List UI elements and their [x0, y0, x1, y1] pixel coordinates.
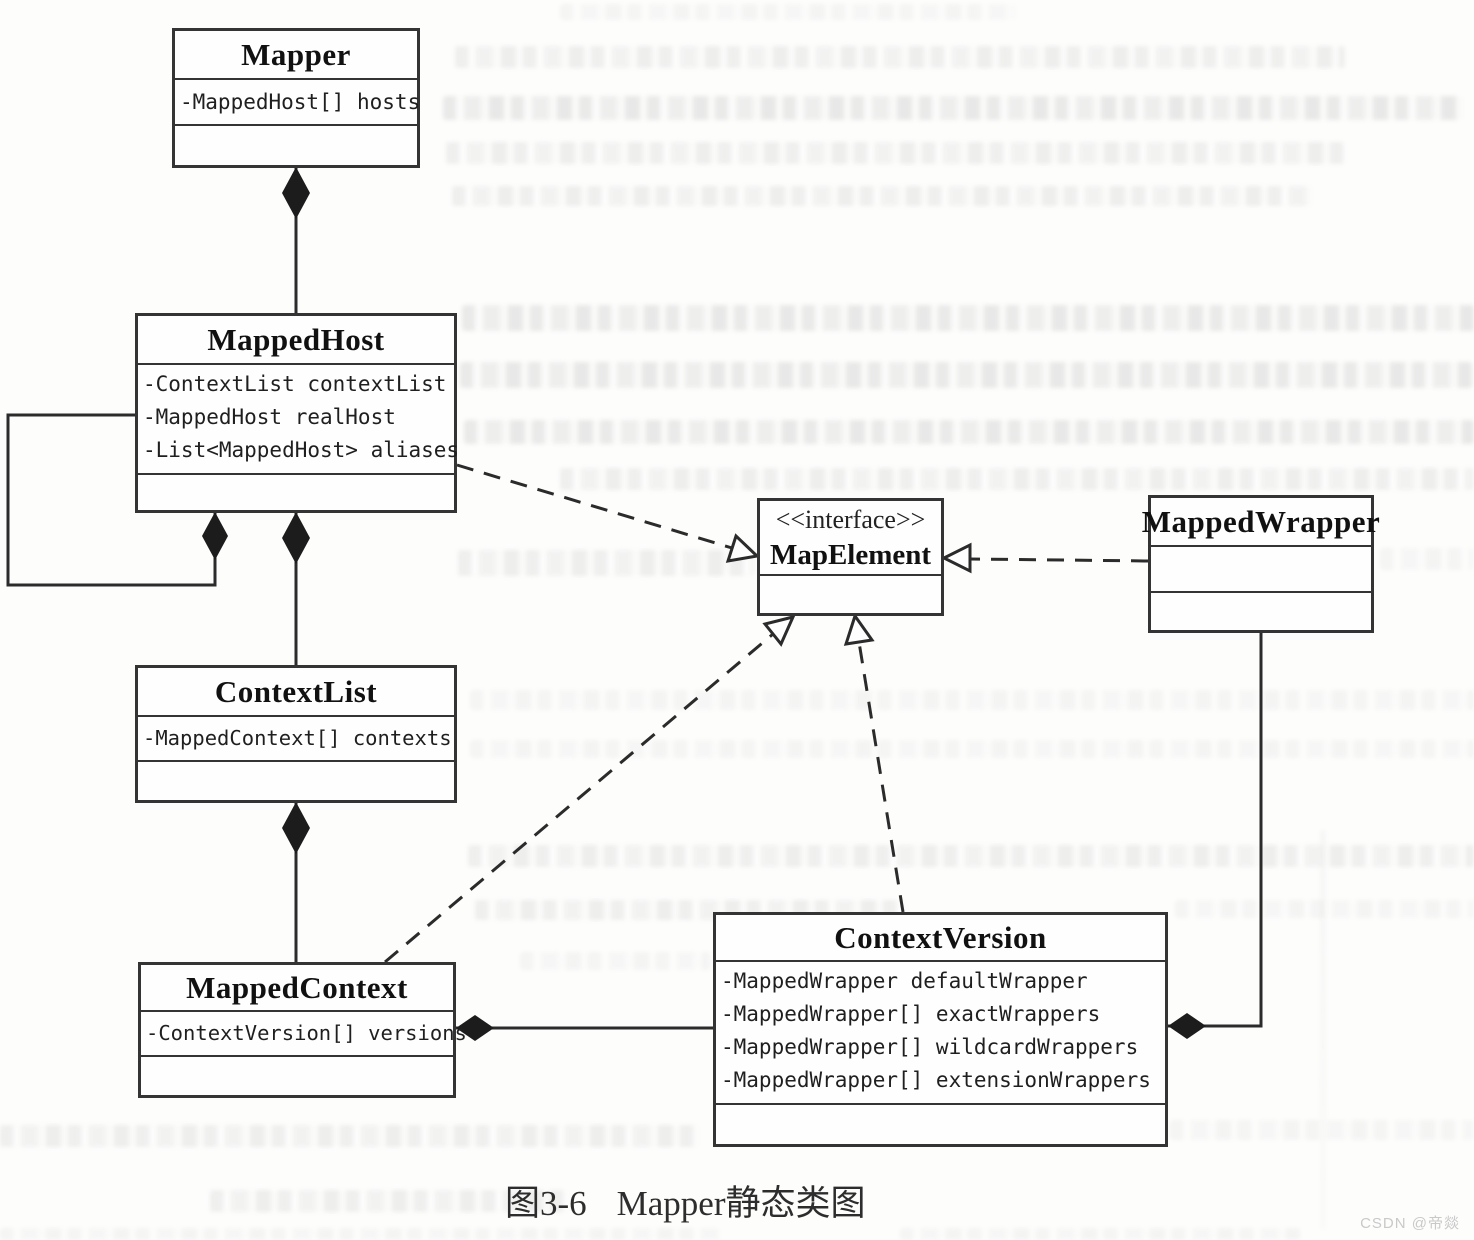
- interface-header: <<interface>> MapElement: [760, 501, 941, 574]
- class-attribute: -MappedHost realHost: [143, 405, 396, 429]
- bleed-through-text: [446, 142, 1346, 164]
- class-name: MappedHost: [207, 321, 385, 357]
- class-box-map-element: <<interface>> MapElement: [757, 498, 944, 616]
- class-attribute: -MappedWrapper[] wildcardWrappers: [721, 1035, 1139, 1059]
- class-attribute: -MappedHost[] hosts: [175, 78, 420, 124]
- realization-arrow-icon: [940, 542, 972, 574]
- class-box-context-list: ContextList -MappedContext[] contexts: [135, 665, 457, 803]
- class-attribute: -MappedWrapper[] exactWrappers: [721, 1002, 1101, 1026]
- bleed-through-text: [210, 1190, 570, 1212]
- bleed-through-text: [470, 690, 1474, 710]
- attributes-compartment: [1151, 545, 1371, 591]
- realization-arrow-icon: [843, 612, 875, 646]
- composition-diamond-icon: [202, 512, 228, 560]
- realization-line-mappedhost-mapelement: [456, 463, 733, 550]
- realization-line-mappedcontext-mapelement: [384, 632, 774, 964]
- class-box-mapped-wrapper: MappedWrapper: [1141, 495, 1381, 633]
- stereotype-label: <<interface>>: [775, 505, 926, 534]
- class-box-mapper: Mapper -MappedHost[] hosts: [172, 28, 420, 168]
- class-box-mapped-context: MappedContext -ContextVersion[] versions: [138, 962, 467, 1098]
- bleed-through-text: [0, 1228, 720, 1240]
- methods-compartment: [1151, 590, 1371, 631]
- figure-title: Mapper静态类图: [616, 1184, 866, 1223]
- class-name: Mapper: [241, 36, 351, 72]
- methods-compartment: [716, 1102, 1165, 1145]
- class-attribute: -MappedContext[] contexts: [138, 715, 454, 760]
- methods-compartment: [141, 1054, 453, 1096]
- realization-arrow-icon: [725, 533, 761, 563]
- class-name: ContextVersion: [834, 919, 1047, 955]
- bleed-through-text: [458, 550, 754, 576]
- bleed-through-text: [560, 468, 1474, 490]
- composition-line-mappedhost-self: [6, 413, 217, 587]
- class-name: MappedContext: [186, 969, 408, 1005]
- realization-line-contextversion-mapelement: [857, 641, 905, 913]
- methods-compartment: [175, 124, 417, 165]
- bleed-through-text: [1170, 1120, 1474, 1140]
- composition-diamond-icon: [282, 802, 310, 854]
- bleed-through-text: [462, 305, 1474, 331]
- bleed-through-text: [560, 4, 1015, 20]
- composition-diamond-icon: [1168, 1013, 1206, 1039]
- bleed-through-text: [1380, 548, 1474, 570]
- attributes-compartment: -MappedWrapper defaultWrapper -MappedWra…: [716, 960, 1165, 1103]
- class-box-mapped-host: MappedHost -ContextList contextList -Map…: [135, 313, 460, 513]
- bleed-through-text: [1175, 900, 1474, 918]
- bleed-through-text: [455, 46, 1345, 68]
- bleed-through-text: [0, 1125, 700, 1147]
- bleed-through-text: [460, 362, 1472, 388]
- bleed-through-text: [520, 952, 710, 970]
- class-name: ContextList: [214, 673, 378, 709]
- class-name: MapElement: [769, 539, 932, 571]
- methods-compartment: [138, 759, 454, 801]
- composition-line-contextversion-mappedwrapper: [1168, 633, 1263, 1028]
- figure-caption: 图3-6 Mapper静态类图: [505, 1175, 905, 1226]
- bleed-through-text: [443, 96, 1463, 120]
- figure-label: 图3-6: [505, 1184, 587, 1223]
- class-name: MappedWrapper: [1141, 503, 1381, 539]
- bleed-through-text: [470, 740, 1474, 758]
- class-attribute: -MappedWrapper defaultWrapper: [721, 969, 1088, 993]
- composition-diamond-icon: [456, 1015, 494, 1041]
- composition-diamond-icon: [282, 512, 310, 564]
- page-edge-shadow: [1320, 830, 1326, 1230]
- bleed-through-text: [468, 845, 1474, 867]
- class-attribute: -MappedWrapper[] extensionWrappers: [721, 1068, 1151, 1092]
- class-box-context-version: ContextVersion -MappedWrapper defaultWra…: [713, 912, 1168, 1147]
- methods-compartment: [760, 574, 941, 613]
- class-attribute: -ContextList contextList: [143, 372, 447, 396]
- composition-diamond-icon: [282, 167, 310, 219]
- class-attribute: -ContextVersion[] versions: [141, 1010, 467, 1055]
- csdn-watermark: CSDN @帝燚: [1360, 1215, 1460, 1232]
- bleed-through-text: [452, 186, 1312, 206]
- attributes-compartment: -ContextList contextList -MappedHost rea…: [138, 363, 460, 473]
- methods-compartment: [138, 472, 454, 511]
- realization-arrow-icon: [762, 614, 796, 647]
- class-attribute: -List<MappedHost> aliases: [143, 438, 460, 462]
- bleed-through-text: [464, 420, 1474, 444]
- realization-line-mappedwrapper-mapelement: [968, 557, 1149, 563]
- bleed-through-text: [900, 1228, 1300, 1240]
